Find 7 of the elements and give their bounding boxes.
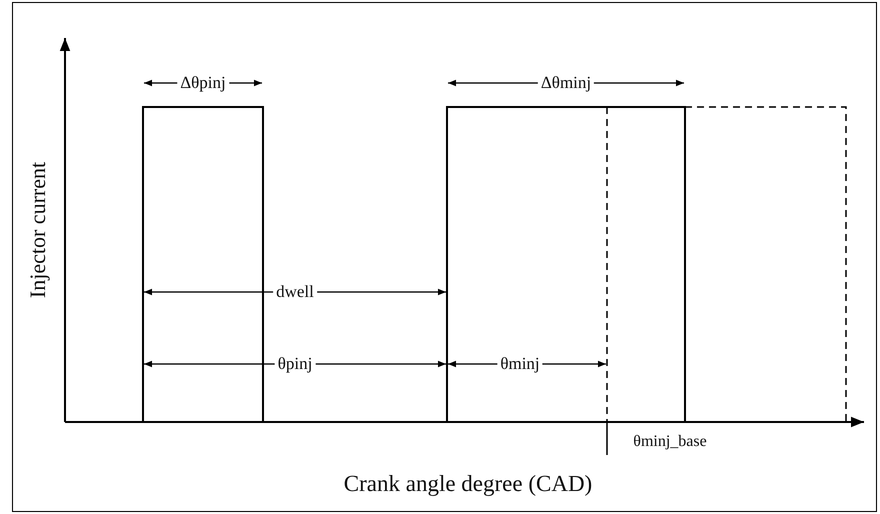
axis-title: Crank angle degree (CAD) <box>342 474 594 494</box>
dimension-label: θminj <box>497 354 543 374</box>
dimension-label: θpinj <box>274 354 316 374</box>
dimension-label: θminj_base <box>632 432 708 452</box>
dimension-label: Δθminj <box>538 73 594 93</box>
axis-title: Injector current <box>28 160 48 300</box>
dimension-label: Δθpinj <box>177 73 229 93</box>
